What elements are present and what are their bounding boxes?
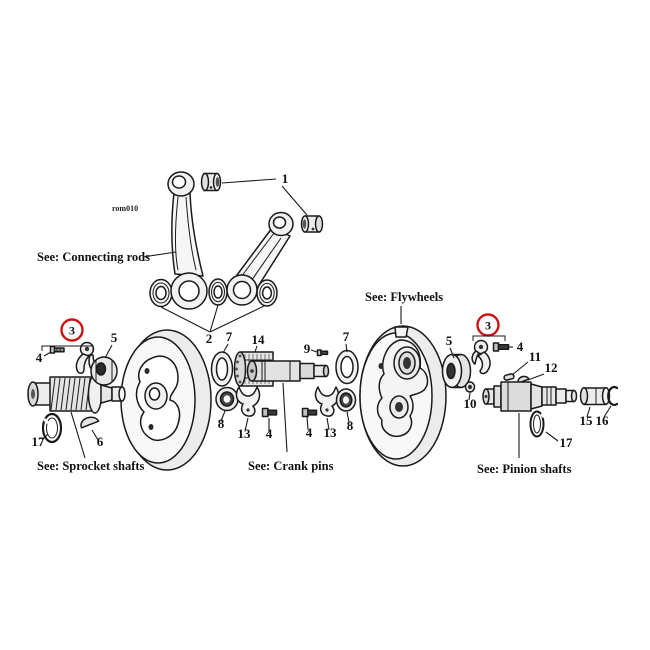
retaining-ring-right xyxy=(529,410,546,438)
rod-bushing xyxy=(300,215,324,233)
callout-4-pinion: 4 xyxy=(517,339,524,354)
drawing-code: rom010 xyxy=(112,204,138,213)
highlighted-callout-3-sprocket[interactable]: 3 xyxy=(41,318,94,352)
callout-15: 15 xyxy=(580,413,594,428)
sprocket-shaft xyxy=(27,374,126,414)
screw-left xyxy=(49,345,65,354)
crank-nut xyxy=(215,386,239,412)
spacer-washer-10 xyxy=(464,381,476,393)
section-label-flywheels[interactable]: See: Flywheels xyxy=(365,290,443,304)
callout-6: 6 xyxy=(97,434,104,449)
flywheel-left xyxy=(120,329,212,471)
pinion-shaft xyxy=(482,381,578,412)
bearing-washer xyxy=(256,279,278,307)
pinion-key-11 xyxy=(503,373,515,381)
section-label-connecting-rods[interactable]: See: Connecting rods xyxy=(37,250,150,264)
callout-8-left: 8 xyxy=(218,416,225,431)
callout-17-right: 17 xyxy=(560,435,574,450)
callout-9: 9 xyxy=(304,341,311,356)
sprocket-nut xyxy=(90,356,118,386)
section-label-sprocket-shafts[interactable]: See: Sprocket shafts xyxy=(37,459,145,473)
callout-11: 11 xyxy=(529,349,541,364)
callout-7-left: 7 xyxy=(226,329,233,344)
retainer-claw-right xyxy=(471,339,491,375)
crank-bolt xyxy=(301,407,318,418)
retaining-ring-left xyxy=(41,412,63,444)
flywheel-right xyxy=(359,325,447,467)
retainer-fork xyxy=(235,386,261,417)
callout-16: 16 xyxy=(596,413,610,428)
crank-bolt xyxy=(261,407,278,418)
crank-nut xyxy=(335,388,357,412)
retaining-clip xyxy=(607,385,619,407)
callout-13-left: 13 xyxy=(238,426,252,441)
callout-1: 1 xyxy=(282,171,289,186)
connecting-rod-rear xyxy=(226,211,294,306)
callout-10: 10 xyxy=(464,396,477,411)
retainer-fork xyxy=(314,386,340,417)
screw-9 xyxy=(316,349,329,357)
connecting-rod-front xyxy=(167,171,208,310)
leader-lines xyxy=(41,178,612,459)
pinion-bolt xyxy=(492,342,510,352)
callout-7-right: 7 xyxy=(343,329,350,344)
section-label-crank-pins[interactable]: See: Crank pins xyxy=(248,459,334,473)
callout-5-sprocket: 5 xyxy=(111,330,118,345)
callout-12: 12 xyxy=(545,360,558,375)
rod-bushing xyxy=(200,172,222,192)
callout-4-mid-left: 4 xyxy=(266,426,273,441)
pinion-spacer xyxy=(579,387,611,406)
bearing-washer xyxy=(149,278,173,308)
highlighted-callout-3-pinion-label: 3 xyxy=(485,319,491,333)
highlighted-callout-3-pinion[interactable]: 3 xyxy=(472,313,506,342)
highlighted-callout-3-sprocket-label: 3 xyxy=(69,324,75,338)
callout-17-left: 17 xyxy=(32,434,46,449)
callout-5-pinion: 5 xyxy=(446,333,453,348)
crank-pin xyxy=(246,360,330,382)
section-label-pinion-shafts[interactable]: See: Pinion shafts xyxy=(477,462,572,476)
callout-4-mid-right: 4 xyxy=(306,425,313,440)
crank-washer-right xyxy=(335,349,359,385)
crank-washer-left xyxy=(210,351,234,387)
callout-14: 14 xyxy=(252,332,266,347)
callout-2: 2 xyxy=(206,331,213,346)
woodruff-key xyxy=(80,416,100,429)
callout-8-right: 8 xyxy=(347,418,354,433)
callout-4-sprocket: 4 xyxy=(36,350,43,365)
callout-13-right: 13 xyxy=(324,425,338,440)
bearing-washer xyxy=(208,278,228,306)
thrust-washer-right xyxy=(441,353,472,389)
